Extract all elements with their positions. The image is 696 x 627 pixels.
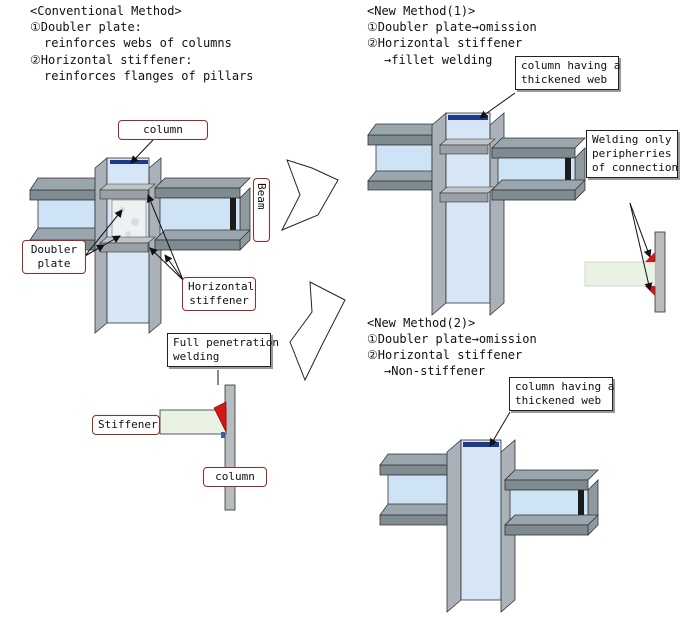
label-full-penetration-welding: Full penetration welding	[167, 333, 279, 367]
conventional-column	[94, 157, 162, 334]
transition-arrow-lower	[289, 281, 346, 382]
right-beam	[154, 177, 251, 251]
label-column-bottom: column	[203, 467, 267, 487]
method2-item2-sub: →Non-stiffener	[384, 364, 486, 378]
method2-item2: ②Horizontal stiffener	[367, 348, 523, 362]
conventional-leaders	[84, 139, 184, 281]
full-penetration-detail	[159, 384, 236, 511]
method2-callout-thickened-web: column having a thickened web	[509, 377, 614, 411]
method1-title: <New Method(1)>	[367, 4, 476, 18]
method1-callout-welding: Welding only peripherries of connection	[586, 130, 678, 178]
method2-title: <New Method(2)>	[367, 316, 476, 330]
conventional-item1-body: reinforces webs of columns	[44, 36, 232, 50]
method1-callout-thickened-web: column having a thickened web	[515, 56, 620, 90]
method2-joint	[379, 411, 599, 613]
method1-joint	[367, 92, 586, 316]
method2-item1: ①Doubler plate→omission	[367, 332, 537, 346]
label-beam: Beam	[253, 178, 270, 242]
weld-mark	[213, 401, 227, 433]
conventional-item1-head: ①Doubler plate:	[30, 20, 142, 34]
conventional-item2-body: reinforces flanges of pillars	[44, 69, 254, 83]
method1-item2: ②Horizontal stiffener	[367, 36, 523, 50]
label-stiffener: Stiffener	[92, 415, 160, 435]
method1-item2-sub: →fillet welding	[384, 53, 493, 67]
label-column: column	[118, 120, 208, 140]
label-horizontal-stiffener: Horizontal stiffener	[182, 277, 256, 311]
label-doubler-plate: Doubler plate	[22, 240, 86, 274]
fillet-weld-detail	[584, 202, 666, 313]
transition-arrow-upper	[280, 159, 339, 231]
fillet-weld-bottom	[645, 286, 655, 296]
method1-item1: ①Doubler plate→omission	[367, 20, 537, 34]
conventional-item2-head: ②Horizontal stiffener:	[30, 53, 193, 67]
conventional-title: <Conventional Method>	[30, 4, 182, 18]
